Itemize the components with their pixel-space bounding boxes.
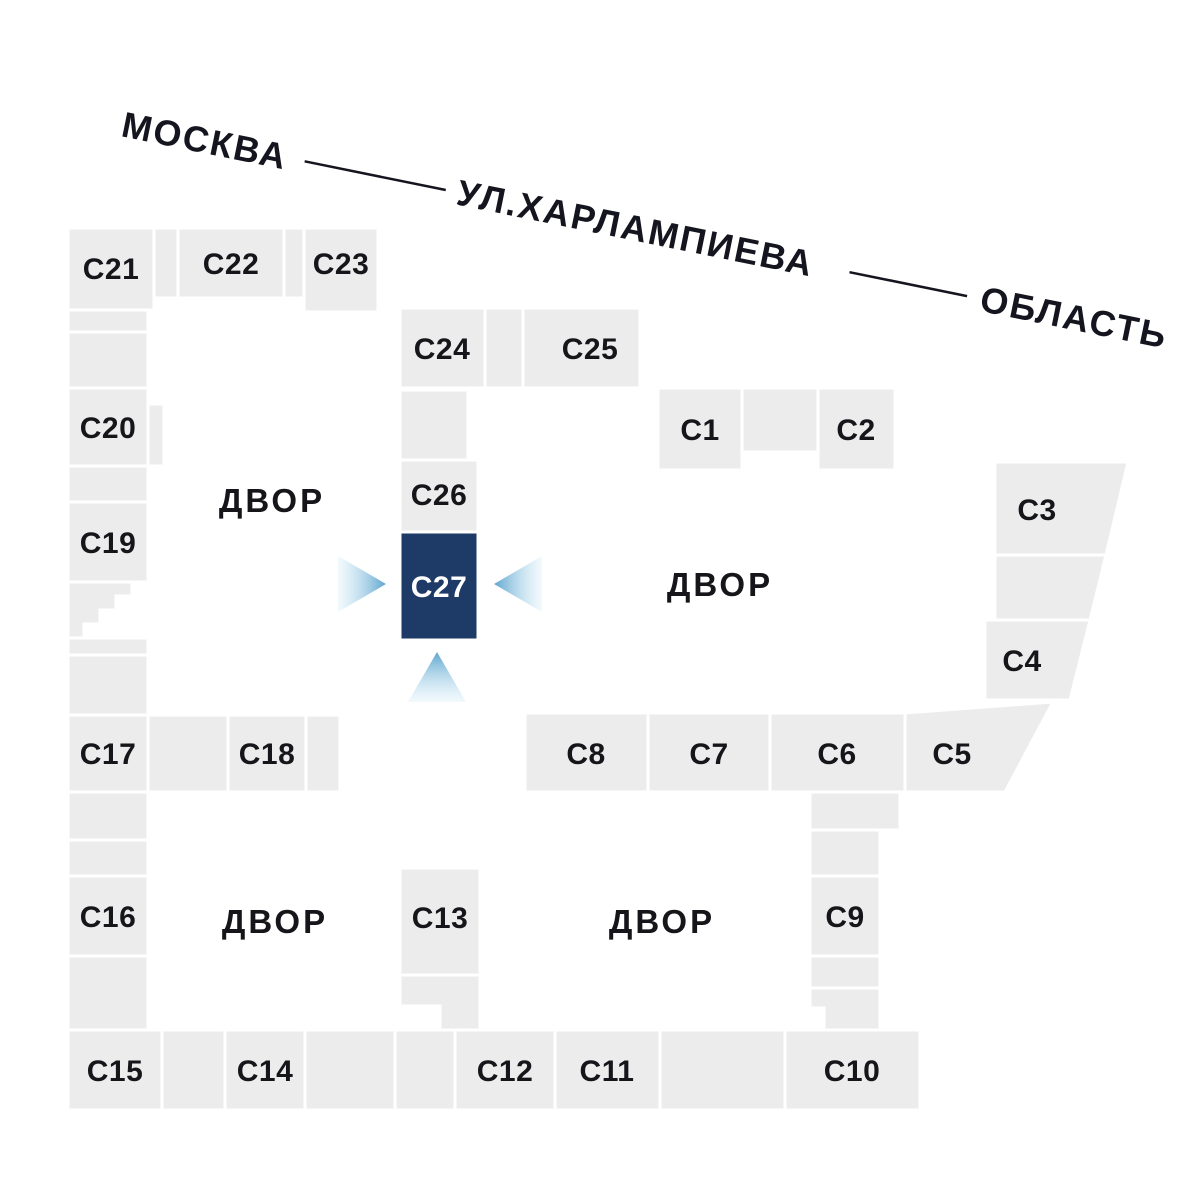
building-label-c20: С20 [80,412,137,445]
building-c14[interactable] [223,1028,307,1112]
c13-tower [398,866,482,1032]
building-label-c15: С15 [87,1055,144,1088]
building-label-c4: С4 [1002,645,1041,678]
selected-building-c27[interactable] [398,530,480,642]
building-section [282,226,306,300]
building-section [303,1028,397,1112]
building-label-c14: С14 [237,1055,294,1088]
street-line-2 [849,270,968,298]
building-labels: С21 С22 С23 С20 С19 С17 С18 С16 С15 С14 … [80,248,1056,1088]
building-section [66,838,150,878]
courtyard-label-bottom-left: ДВОР [222,903,328,940]
pointer-up-icon [408,652,466,702]
building-section [393,1028,457,1112]
building-section [66,954,150,1032]
building-section [808,828,882,878]
building-c12[interactable] [453,1028,557,1112]
building-c25[interactable] [521,306,642,390]
street-label-kharlampieva: УЛ.ХАРЛАМПИЕВА [454,172,818,285]
building-section [66,330,150,390]
selection-pointers [338,556,542,702]
building-label-c16: С16 [80,901,137,934]
building-c24[interactable] [398,306,487,390]
building-c2[interactable] [816,386,897,472]
courtyard-label-bottom-right: ДВОР [609,903,715,940]
building-section [152,226,180,300]
building-label-c5: С5 [932,738,971,771]
building-section [66,308,150,334]
building-label-c18: С18 [239,738,296,771]
courtyard-label-top-left: ДВОР [219,482,325,519]
middle-right-arm [523,711,907,794]
building-section [658,1028,787,1112]
building-section [398,973,482,1032]
building-section [304,713,342,794]
building-label-c21: С21 [83,253,140,286]
street-label-moskva: МОСКВА [118,104,291,178]
building-c23[interactable] [302,226,380,314]
building-section [160,1028,227,1112]
building-c6[interactable] [768,711,907,794]
building-label-c27: С27 [411,571,468,604]
building-c11[interactable] [553,1028,662,1112]
building-section [808,790,902,832]
bottom-row-complex [66,1028,922,1112]
building-c7[interactable] [646,711,772,794]
building-label-c2: С2 [836,414,875,447]
building-label-c3: С3 [1017,494,1056,527]
building-c5[interactable] [903,700,1056,794]
building-label-c9: С9 [825,901,864,934]
building-section [808,954,882,990]
building-section [993,553,1108,622]
c9-strip [808,790,902,1032]
building-section [398,388,470,462]
building-section [66,790,150,842]
building-section [66,653,150,717]
building-c18[interactable] [226,713,308,794]
building-label-c6: С6 [817,738,856,771]
street-label-oblast: ОБЛАСТЬ [977,278,1172,356]
building-c16[interactable] [66,874,150,958]
building-label-c11: С11 [580,1055,635,1088]
building-label-c17: С17 [80,738,137,771]
pointer-right-icon [338,556,386,612]
building-label-c12: С12 [477,1055,534,1088]
building-c1[interactable] [656,386,744,472]
left-complex [66,226,380,1032]
building-c8[interactable] [523,711,650,794]
building-label-c23: С23 [313,248,370,281]
building-section [66,636,150,657]
building-c21[interactable] [66,226,156,312]
building-section [740,386,820,454]
courtyard-label-center-right: ДВОР [667,566,773,603]
building-c17[interactable] [66,713,150,794]
building-label-c26: С26 [411,479,468,512]
building-label-c24: С24 [414,333,471,366]
street-line-1 [304,160,447,192]
building-section [483,306,525,390]
building-label-c8: С8 [566,738,605,771]
building-section [66,464,150,504]
building-c4[interactable] [983,618,1092,702]
building-section [808,986,882,1032]
building-c19[interactable] [66,500,150,584]
building-section [146,402,166,468]
pointer-left-icon [494,556,542,612]
building-label-c1: С1 [680,414,719,447]
building-label-c22: С22 [203,248,260,281]
middle-complex [398,306,642,642]
building-label-c7: С7 [689,738,728,771]
building-label-c13: С13 [412,902,469,935]
building-c9[interactable] [808,874,882,958]
building-label-c10: С10 [824,1055,881,1088]
building-section-stairs [66,580,134,640]
building-c3[interactable] [993,460,1130,557]
building-section [146,713,230,794]
c1-c2-row [656,386,897,472]
building-c15[interactable] [66,1028,164,1112]
courtyard-labels: ДВОР ДВОР ДВОР ДВОР [219,482,773,940]
building-label-c25: С25 [562,333,619,366]
building-label-c19: С19 [80,527,137,560]
